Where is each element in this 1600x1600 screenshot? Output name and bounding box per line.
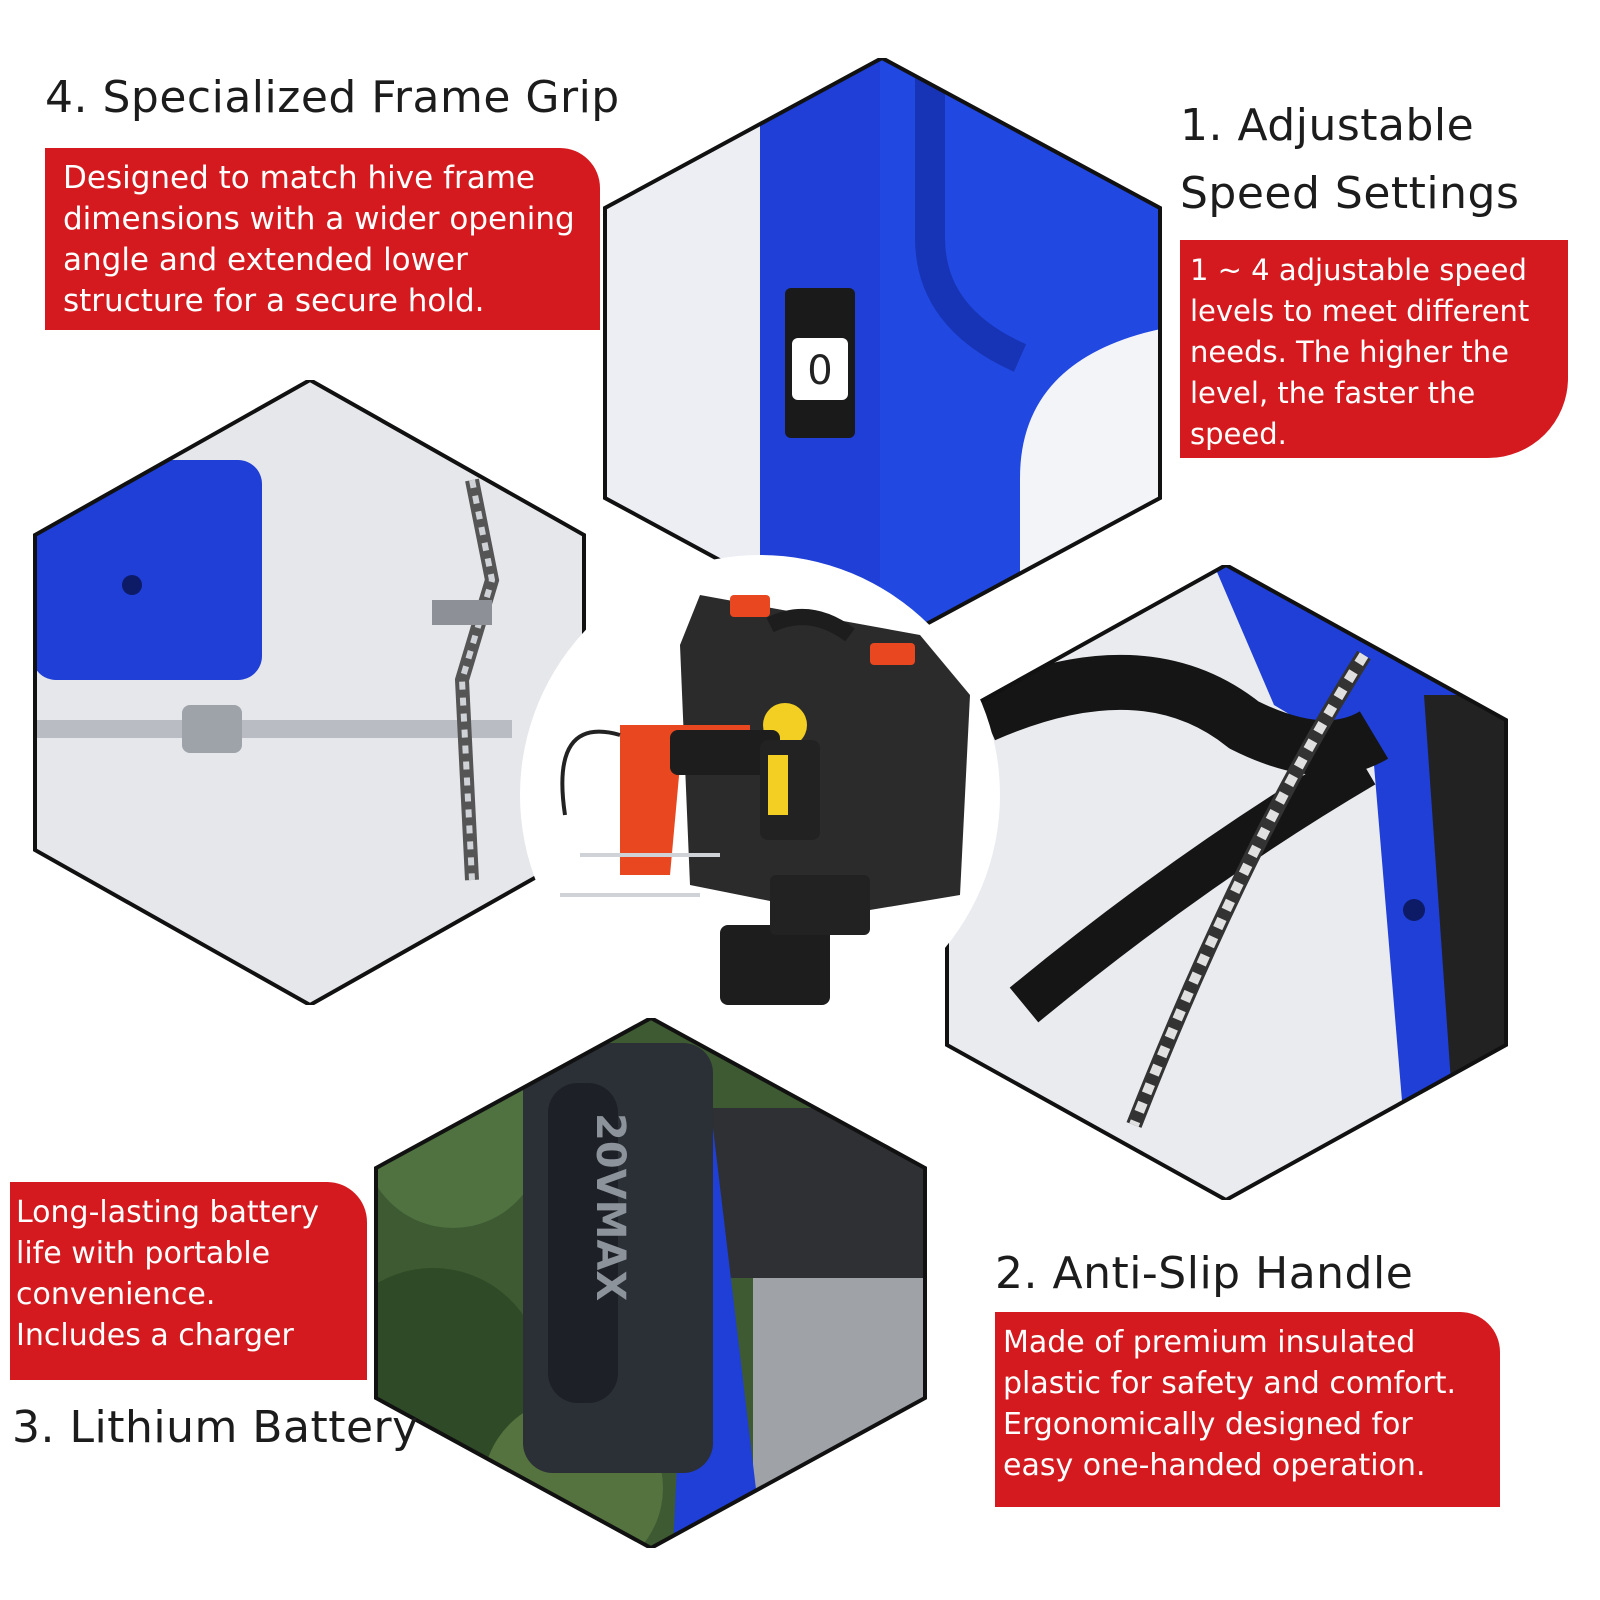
handle-line-1: Made of premium insulated: [1003, 1325, 1416, 1360]
frame-grip-line-2: dimensions with a wider opening: [63, 201, 575, 237]
battery-line-2: life with portable: [16, 1236, 271, 1271]
battery-line-3: convenience.: [16, 1277, 216, 1312]
battery-heading: 3. Lithium Battery: [12, 1402, 419, 1453]
speed-line-3: needs. The higher the: [1190, 335, 1509, 369]
handle-photo: [945, 565, 1508, 1200]
speed-heading-line-1: 1. Adjustable: [1180, 100, 1475, 151]
handle-line-2: plastic for safety and comfort.: [1003, 1366, 1456, 1401]
frame-grip-line-3: angle and extended lower: [63, 242, 468, 278]
frame-grip-line-1: Designed to match hive frame: [63, 160, 535, 196]
speed-line-1: 1 ~ 4 adjustable speed: [1190, 253, 1527, 287]
handle-description: Made of premium insulated plastic for sa…: [995, 1312, 1500, 1507]
battery-description: Long-lasting battery life with portable …: [10, 1182, 367, 1380]
handle-heading: 2. Anti-Slip Handle: [995, 1248, 1414, 1299]
frame-grip-heading: 4. Specialized Frame Grip: [45, 72, 620, 123]
speed-heading-line-2: Speed Settings: [1180, 168, 1520, 219]
speed-line-2: levels to meet different: [1190, 294, 1530, 328]
speed-dial-value: 0: [807, 348, 832, 394]
frame-grip-photo: [33, 380, 586, 1005]
battery-line-1: Long-lasting battery: [16, 1195, 319, 1230]
speed-description: 1 ~ 4 adjustable speed levels to meet di…: [1180, 240, 1568, 458]
battery-photo: 20VMAX: [374, 1018, 927, 1548]
frame-grip-description: Designed to match hive frame dimensions …: [45, 148, 600, 330]
handle-line-4: easy one-handed operation.: [1003, 1448, 1426, 1483]
speed-dial-photo: 0: [603, 58, 1162, 648]
product-kit-illustration: [560, 595, 970, 1005]
frame-grip-line-4: structure for a secure hold.: [63, 283, 485, 319]
handle-line-3: Ergonomically designed for: [1003, 1407, 1413, 1442]
battery-label: 20VMAX: [587, 1113, 633, 1301]
product-kit-image: [520, 555, 1000, 1035]
battery-line-4: Includes a charger: [16, 1318, 294, 1353]
speed-line-5: speed.: [1190, 417, 1287, 451]
speed-line-4: level, the faster the: [1190, 376, 1476, 410]
